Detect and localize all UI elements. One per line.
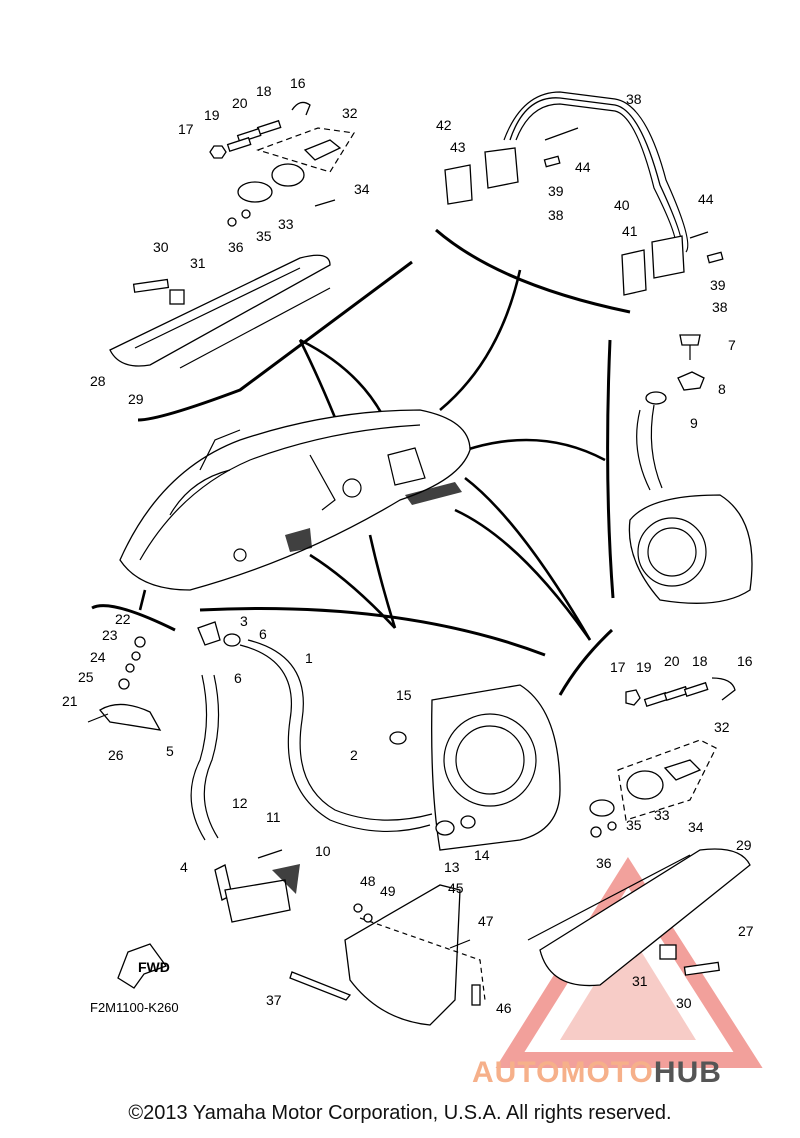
part-number-label: 49 xyxy=(380,883,396,899)
part-number-label: 44 xyxy=(575,159,591,175)
group-nozzle xyxy=(628,334,753,604)
group-cover xyxy=(289,884,486,1026)
part-number-label: 3 xyxy=(240,613,248,629)
part-number-label: 39 xyxy=(710,277,726,293)
part-number-label: 29 xyxy=(128,391,144,407)
part-number-label: 16 xyxy=(737,653,753,669)
part-number-label: 37 xyxy=(266,992,282,1008)
part-number-label: 36 xyxy=(596,855,612,871)
watermark-hub: HUB xyxy=(653,1056,722,1089)
part-number-label: 6 xyxy=(234,670,242,686)
part-number-label: 35 xyxy=(626,817,642,833)
part-number-label: 33 xyxy=(654,807,670,823)
part-number-label: 17 xyxy=(610,659,626,675)
part-number-label: 34 xyxy=(688,819,704,835)
part-number-label: 18 xyxy=(256,83,272,99)
part-labels: 1234566789101112131415161617171818191920… xyxy=(62,75,754,1016)
part-number-label: 10 xyxy=(315,843,331,859)
leader-arrows xyxy=(138,269,606,641)
part-number-label: 44 xyxy=(698,191,714,207)
part-number-label: 7 xyxy=(728,337,736,353)
part-number-label: 8 xyxy=(718,381,726,397)
part-number-label: 32 xyxy=(714,719,730,735)
part-number-label: 18 xyxy=(692,653,708,669)
part-number-label: 25 xyxy=(78,669,94,685)
part-number-label: 47 xyxy=(478,913,494,929)
part-number-label: 34 xyxy=(354,181,370,197)
part-number-label: 45 xyxy=(448,880,464,896)
part-number-label: 41 xyxy=(622,223,638,239)
part-number-label: 19 xyxy=(204,107,220,123)
copyright-notice: ©2013 Yamaha Motor Corporation, U.S.A. A… xyxy=(128,1102,672,1124)
part-number-label: 27 xyxy=(738,923,754,939)
part-number-label: 30 xyxy=(676,995,692,1011)
part-number-label: 12 xyxy=(232,795,248,811)
part-number-label: 38 xyxy=(712,299,728,315)
group-vent-right xyxy=(527,677,751,987)
part-number-label: 28 xyxy=(90,373,106,389)
part-number-label: 35 xyxy=(256,228,272,244)
part-number-label: 36 xyxy=(228,239,244,255)
part-number-label: 14 xyxy=(474,847,490,863)
part-number-label: 38 xyxy=(548,207,564,223)
part-number-label: 5 xyxy=(166,743,174,759)
part-number-label: 4 xyxy=(180,859,188,875)
part-number-label: 38 xyxy=(626,91,642,107)
part-number-label: 30 xyxy=(153,239,169,255)
part-number-label: 31 xyxy=(190,255,206,271)
part-number-label: 42 xyxy=(436,117,452,133)
part-number-label: 1 xyxy=(305,650,313,666)
parts-diagram: FWD 123456678910111213141516161717181819… xyxy=(62,75,763,1068)
part-number-label: 16 xyxy=(290,75,306,91)
part-number-label: 32 xyxy=(342,105,358,121)
part-number-label: 13 xyxy=(444,859,460,875)
group-vent-left xyxy=(109,101,355,369)
part-number-label: 2 xyxy=(350,747,358,763)
part-number-label: 6 xyxy=(259,626,267,642)
part-number-label: 26 xyxy=(108,747,124,763)
group-brackets xyxy=(91,228,631,696)
part-number-label: 40 xyxy=(614,197,630,213)
watermark-moto: MOTO xyxy=(560,1056,654,1089)
part-number-label: 11 xyxy=(266,809,281,825)
part-number-label: 15 xyxy=(396,687,412,703)
part-number-label: 43 xyxy=(450,139,466,155)
part-number-label: 9 xyxy=(690,415,698,431)
group-hoses xyxy=(190,621,561,923)
part-number-label: 22 xyxy=(115,611,131,627)
part-number-label: 48 xyxy=(360,873,376,889)
part-number-label: 39 xyxy=(548,183,564,199)
part-number-label: 31 xyxy=(632,973,648,989)
part-number-label: 46 xyxy=(496,1000,512,1016)
watercraft-hull xyxy=(119,409,471,591)
part-number-label: 33 xyxy=(278,216,294,232)
part-number-label: 21 xyxy=(62,693,78,709)
part-number-label: 20 xyxy=(664,653,680,669)
part-number-label: 20 xyxy=(232,95,248,111)
fwd-arrow: FWD xyxy=(117,943,170,989)
part-number-label: 23 xyxy=(102,627,118,643)
part-number-label: 24 xyxy=(90,649,106,665)
diagram-code: F2M1100-K260 xyxy=(90,1000,179,1015)
group-handle-right xyxy=(444,91,724,296)
fwd-label: FWD xyxy=(138,959,170,975)
part-number-label: 19 xyxy=(636,659,652,675)
group-bracket-left xyxy=(87,636,162,731)
part-number-label: 17 xyxy=(178,121,194,137)
watermark-brand: AUTOMOTOHUB xyxy=(472,1056,722,1090)
part-number-label: 29 xyxy=(736,837,752,853)
watermark-auto: AUTO xyxy=(472,1056,561,1089)
